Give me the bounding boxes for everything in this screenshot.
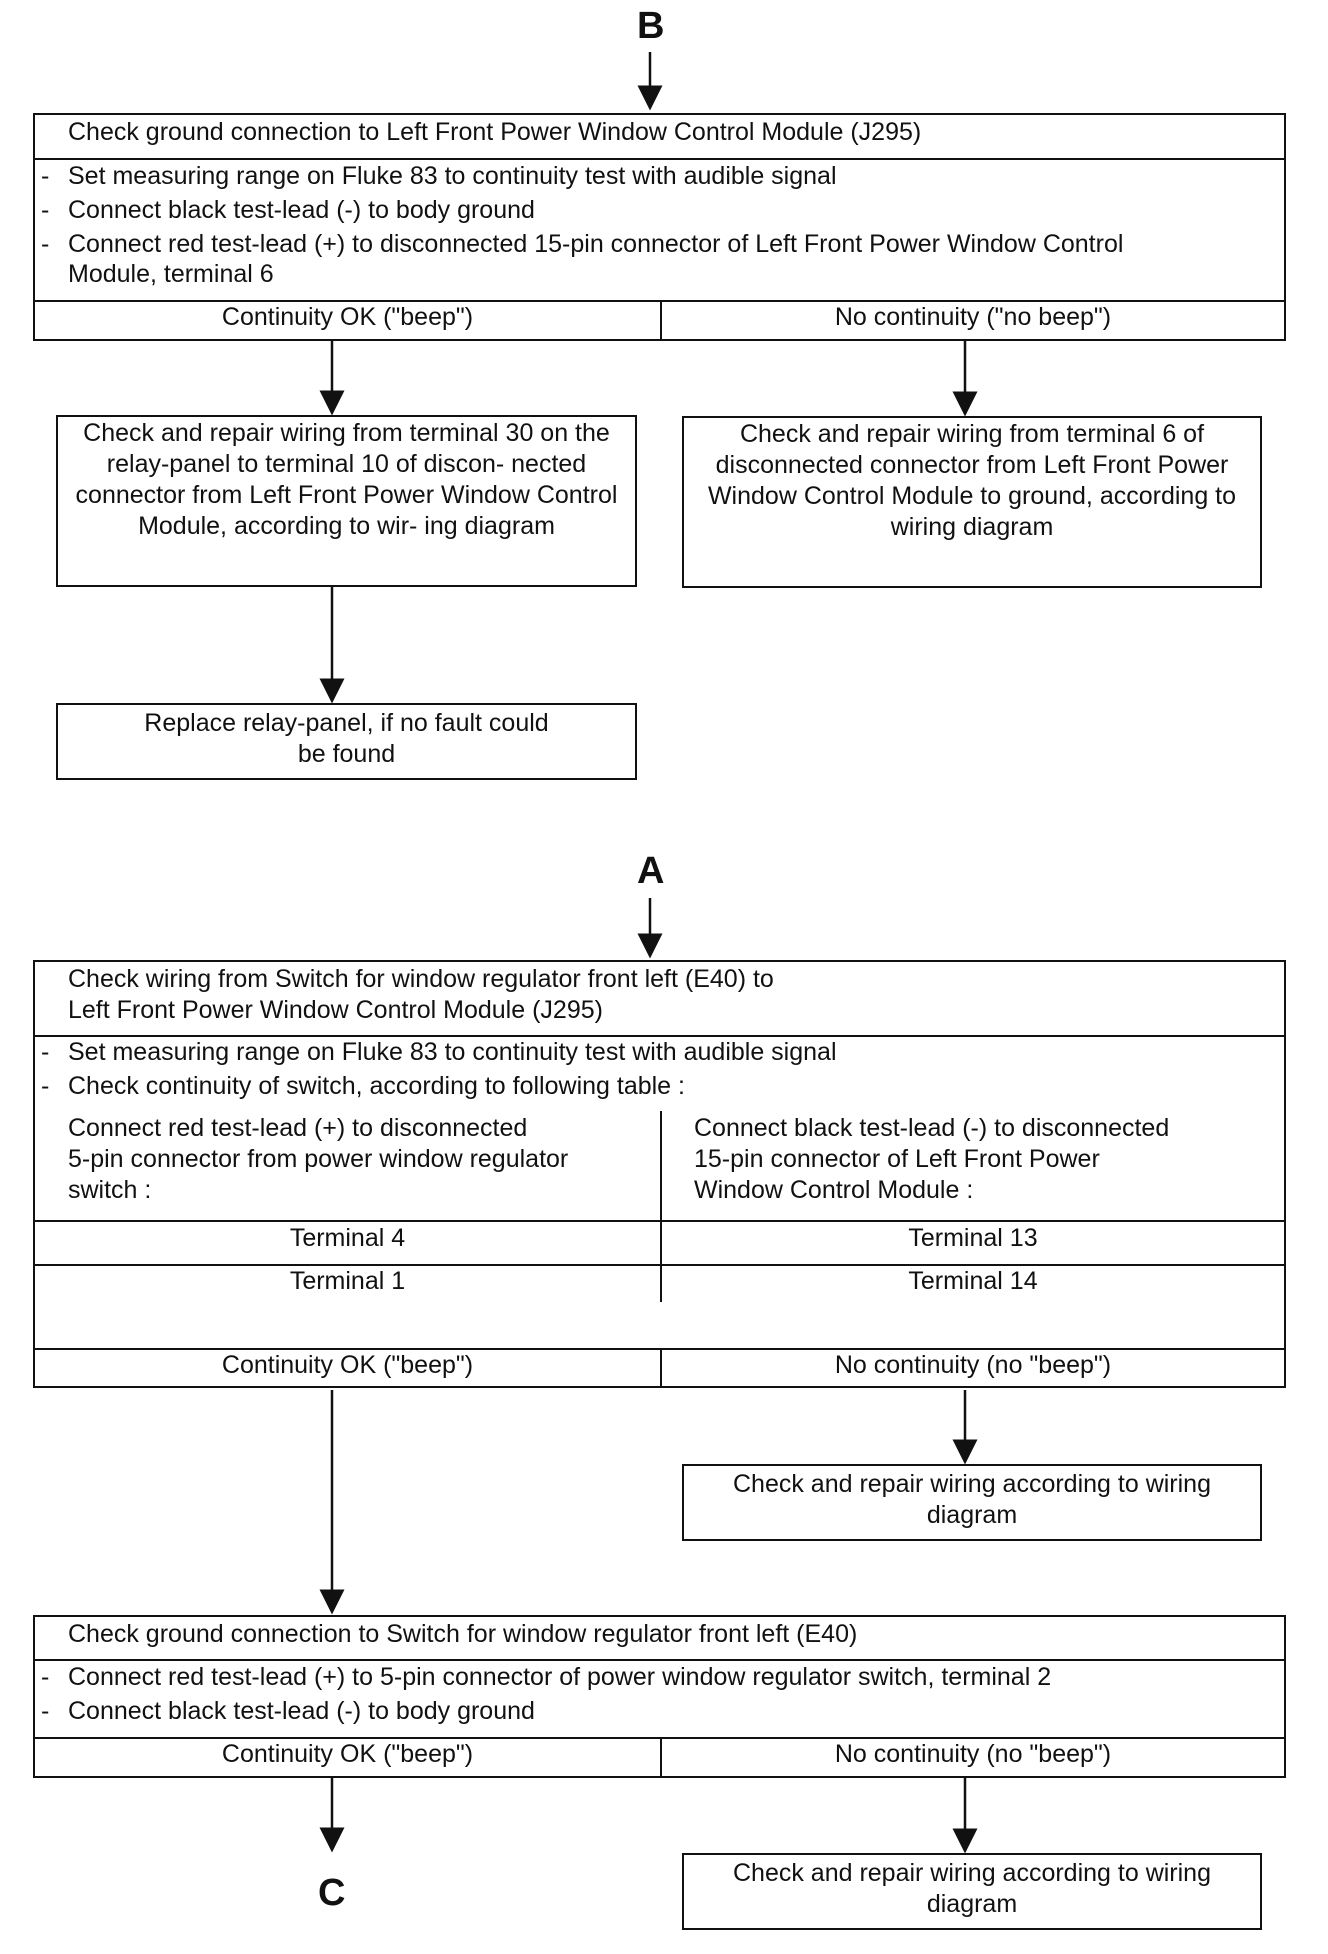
table-left-header-3: switch :: [68, 1176, 152, 1204]
step-3-cont: Module, terminal 6: [68, 260, 274, 288]
step-dash: -: [41, 1697, 50, 1725]
final-repair-wiring-box: Check and repair wiring according to wir…: [682, 1853, 1262, 1930]
switch-ground-title: Check ground connection to Switch for wi…: [68, 1620, 858, 1648]
repair-wiring-box: Check and repair wiring according to wir…: [682, 1464, 1262, 1541]
step-1: Set measuring range on Fluke 83 to conti…: [68, 162, 837, 190]
step-dash: -: [41, 162, 50, 190]
ground-check-title: Check ground connection to Left Front Po…: [68, 118, 922, 146]
step-dash: -: [41, 196, 50, 224]
step-2: Connect black test-lead (-) to body grou…: [68, 1697, 535, 1725]
outcome-no: No continuity ("no beep"): [834, 303, 1112, 331]
final-repair-wiring-text: Check and repair wiring according to wir…: [732, 1859, 1211, 1918]
table-right-header-3: Window Control Module :: [694, 1176, 974, 1204]
switch-ground-check-box: Check ground connection to Switch for wi…: [33, 1615, 1286, 1778]
table-left-header-1: Connect red test-lead (+) to disconnecte…: [68, 1114, 528, 1142]
outcome-no: No continuity (no "beep"): [834, 1740, 1112, 1768]
step-1: Set measuring range on Fluke 83 to conti…: [68, 1038, 837, 1066]
switch-wiring-check-box: Check wiring from Switch for window regu…: [33, 960, 1286, 1388]
step-2: Connect black test-lead (-) to body grou…: [68, 196, 535, 224]
step-1: Connect red test-lead (+) to 5-pin conne…: [68, 1663, 1052, 1691]
step-dash: -: [41, 230, 50, 258]
repair-relay-wiring-box: Check and repair wiring from terminal 30…: [56, 415, 637, 587]
step-2: Check continuity of switch, according to…: [68, 1072, 685, 1100]
replace-relay-panel-box: Replace relay-panel, if no fault could b…: [56, 703, 637, 780]
divider: [35, 1348, 1284, 1350]
outcome-divider: [660, 1737, 662, 1776]
table-row-2-left: Terminal 1: [289, 1267, 406, 1295]
table-divider: [35, 1220, 1284, 1222]
step-dash: -: [41, 1072, 50, 1100]
divider: [35, 158, 1284, 160]
ground-check-box: Check ground connection to Left Front Po…: [33, 113, 1286, 341]
table-right-header-1: Connect black test-lead (-) to disconnec…: [694, 1114, 1170, 1142]
table-row-1-right: Terminal 13: [908, 1224, 1038, 1252]
table-row-2-right: Terminal 14: [908, 1267, 1038, 1295]
marker-c: C: [318, 1872, 346, 1914]
step-3: Connect red test-lead (+) to disconnecte…: [68, 230, 1124, 258]
divider: [35, 1737, 1284, 1739]
table-divider: [35, 1264, 1284, 1266]
table-column-divider: [660, 1111, 662, 1302]
switch-wiring-title-2: Left Front Power Window Control Module (…: [68, 996, 603, 1024]
switch-wiring-title-1: Check wiring from Switch for window regu…: [68, 965, 774, 993]
divider: [35, 1035, 1284, 1037]
outcome-divider: [660, 1348, 662, 1386]
table-left-header-2: 5-pin connector from power window regula…: [68, 1145, 569, 1173]
divider: [35, 300, 1284, 302]
outcome-divider: [660, 300, 662, 339]
step-dash: -: [41, 1038, 50, 1066]
divider: [35, 1659, 1284, 1661]
outcome-ok: Continuity OK ("beep"): [221, 303, 474, 331]
repair-ground-wiring-box: Check and repair wiring from terminal 6 …: [682, 416, 1262, 588]
outcome-ok: Continuity OK ("beep"): [221, 1740, 474, 1768]
marker-b: B: [637, 5, 665, 47]
repair-ground-wiring-text: Check and repair wiring from terminal 6 …: [707, 420, 1237, 541]
repair-relay-wiring-text: Check and repair wiring from terminal 30…: [75, 419, 618, 540]
table-row-1-left: Terminal 4: [289, 1224, 406, 1252]
replace-relay-panel-text: Replace relay-panel, if no fault could b…: [144, 709, 549, 768]
outcome-ok: Continuity OK ("beep"): [221, 1351, 474, 1379]
repair-wiring-text: Check and repair wiring according to wir…: [732, 1470, 1211, 1529]
step-dash: -: [41, 1663, 50, 1691]
marker-a: A: [637, 850, 665, 892]
outcome-no: No continuity (no "beep"): [834, 1351, 1112, 1379]
table-right-header-2: 15-pin connector of Left Front Power: [694, 1145, 1100, 1173]
